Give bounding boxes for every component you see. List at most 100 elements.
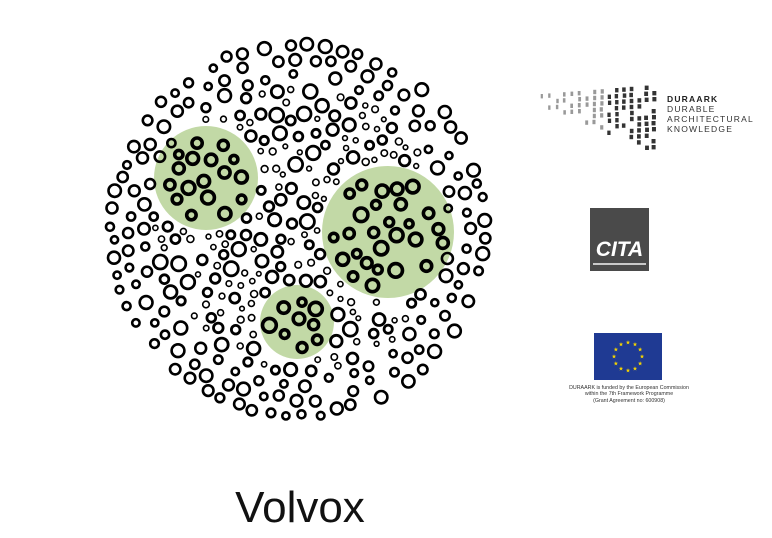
volvox-cell bbox=[251, 291, 258, 298]
duraark-block bbox=[645, 86, 649, 90]
volvox-cell bbox=[256, 255, 268, 267]
volvox-cell bbox=[315, 116, 320, 121]
volvox-cell bbox=[184, 98, 193, 107]
volvox-cell bbox=[312, 129, 320, 137]
volvox-cell bbox=[415, 346, 423, 354]
volvox-cell bbox=[132, 281, 139, 288]
volvox-cell bbox=[232, 368, 239, 375]
volvox-cell bbox=[288, 239, 294, 245]
volvox-cell bbox=[456, 132, 467, 143]
volvox-cell bbox=[137, 152, 148, 163]
volvox-cell bbox=[348, 386, 358, 396]
duraark-mark-icon bbox=[537, 72, 667, 152]
duraark-block bbox=[593, 96, 596, 100]
duraark-line-2: ARCHITECTURAL bbox=[667, 114, 754, 124]
volvox-cell bbox=[328, 164, 339, 175]
volvox-cell bbox=[177, 297, 185, 305]
duraark-block bbox=[645, 128, 649, 132]
volvox-cell bbox=[476, 247, 489, 260]
duraark-block bbox=[608, 119, 611, 123]
volvox-cell bbox=[338, 297, 343, 302]
duraark-block bbox=[593, 108, 596, 112]
eu-star-icon bbox=[614, 361, 618, 365]
volvox-cell bbox=[128, 141, 139, 152]
volvox-cell bbox=[164, 286, 177, 299]
volvox-cell bbox=[378, 136, 387, 145]
duraark-block bbox=[615, 94, 618, 98]
volvox-cell bbox=[295, 262, 302, 269]
eu-funding-caption: DURAARK is funded by the European Commis… bbox=[540, 385, 718, 404]
duraark-block bbox=[586, 102, 589, 106]
duraark-block bbox=[548, 105, 550, 109]
volvox-cell bbox=[375, 92, 383, 100]
volvox-cell bbox=[473, 180, 481, 188]
volvox-cell bbox=[331, 335, 343, 347]
volvox-cell bbox=[203, 301, 210, 308]
volvox-cell bbox=[344, 146, 349, 151]
volvox-cell bbox=[214, 355, 222, 363]
eu-star-icon bbox=[633, 342, 637, 346]
volvox-cell bbox=[158, 236, 164, 242]
volvox-cell bbox=[343, 119, 355, 131]
volvox-cell bbox=[374, 341, 379, 346]
duraark-block bbox=[652, 139, 656, 143]
duraark-block bbox=[645, 134, 649, 138]
volvox-cell bbox=[375, 391, 387, 403]
duraark-block bbox=[645, 122, 649, 126]
volvox-cell bbox=[338, 282, 343, 287]
cita-name: CITA bbox=[590, 238, 649, 262]
eu-caption-line-3: (Grant Agreement no: 600908) bbox=[540, 398, 718, 404]
volvox-cell bbox=[291, 395, 303, 407]
duraark-block bbox=[652, 109, 656, 113]
eu-star-icon bbox=[614, 347, 618, 351]
volvox-cell bbox=[343, 136, 348, 141]
volvox-cell bbox=[315, 249, 325, 259]
duraark-block bbox=[585, 120, 588, 124]
volvox-cell bbox=[108, 252, 120, 264]
volvox-cell bbox=[332, 308, 345, 321]
volvox-cell bbox=[236, 111, 245, 120]
volvox-cell bbox=[255, 233, 267, 245]
volvox-cell bbox=[123, 228, 133, 238]
duraark-block bbox=[593, 102, 596, 106]
volvox-cell bbox=[224, 262, 238, 276]
volvox-cell bbox=[474, 267, 482, 275]
volvox-cell bbox=[448, 325, 461, 338]
duraark-block bbox=[622, 105, 626, 109]
volvox-cell bbox=[392, 318, 397, 323]
volvox-cell bbox=[257, 186, 265, 194]
duraark-block bbox=[563, 92, 566, 96]
volvox-cell bbox=[223, 380, 234, 391]
volvox-cell bbox=[114, 272, 121, 279]
volvox-cell bbox=[171, 235, 180, 244]
volvox-cell bbox=[343, 322, 357, 336]
volvox-cell bbox=[402, 375, 414, 387]
volvox-cell bbox=[426, 121, 435, 130]
volvox-cell bbox=[347, 353, 358, 364]
volvox-cell bbox=[107, 203, 118, 214]
volvox-cell bbox=[335, 363, 341, 369]
volvox-cell bbox=[289, 157, 303, 171]
volvox-cell bbox=[243, 81, 253, 91]
volvox-cell bbox=[256, 213, 262, 219]
volvox-cell bbox=[218, 310, 224, 316]
volvox-cell bbox=[216, 393, 225, 402]
duraark-wordmark: DURAARK DURABLE ARCHITECTURAL KNOWLEDGE bbox=[667, 94, 754, 134]
volvox-cell bbox=[264, 202, 274, 212]
volvox-cell bbox=[260, 136, 268, 144]
volvox-cell bbox=[116, 286, 124, 294]
duraark-block bbox=[630, 87, 634, 91]
volvox-cell bbox=[445, 122, 456, 133]
volvox-cell bbox=[106, 223, 114, 231]
volvox-cell bbox=[200, 370, 212, 382]
volvox-cell bbox=[345, 400, 355, 410]
volvox-cell bbox=[127, 212, 135, 220]
duraark-block bbox=[629, 93, 633, 97]
volvox-cell bbox=[251, 247, 256, 252]
volvox-cell bbox=[109, 185, 121, 197]
volvox-cell bbox=[439, 106, 451, 118]
volvox-cell bbox=[190, 360, 199, 369]
duraark-block bbox=[570, 110, 573, 114]
duraark-block bbox=[563, 98, 566, 102]
volvox-cell bbox=[123, 246, 133, 256]
